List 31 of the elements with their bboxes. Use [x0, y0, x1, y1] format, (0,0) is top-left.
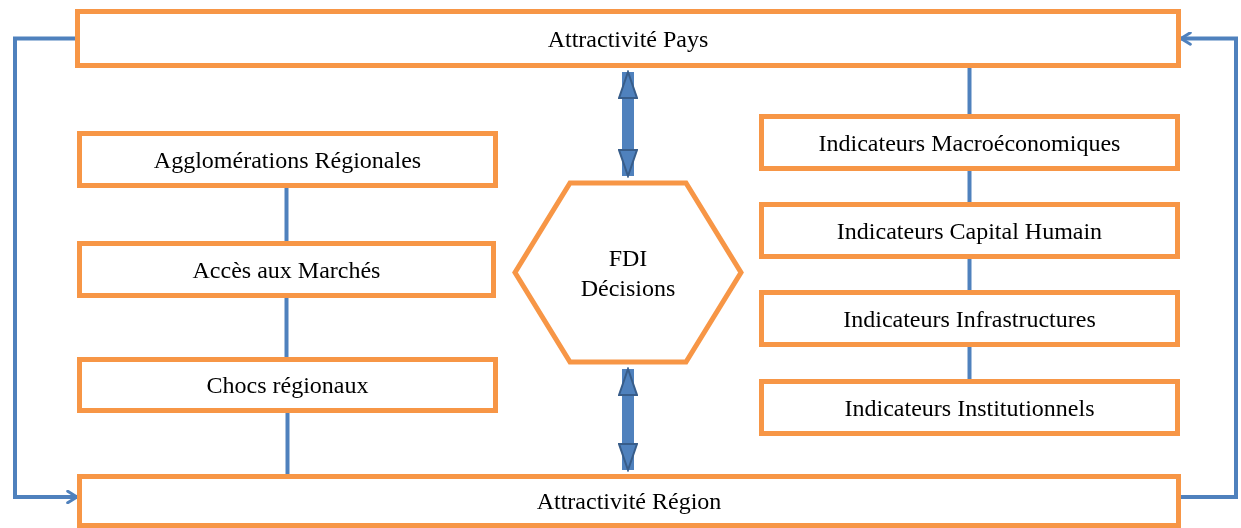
process-box — [759, 202, 1180, 259]
node-label: FDI Décisions — [579, 243, 677, 303]
double-arrow — [618, 71, 638, 177]
node-label: Indicateurs Infrastructures — [843, 304, 1096, 334]
node-label: Attractivité Pays — [547, 24, 709, 54]
node-label: Indicateurs Capital Humain — [836, 216, 1103, 246]
node-label: Indicateurs Institutionnels — [844, 393, 1095, 423]
node-label: Chocs régionaux — [206, 371, 369, 400]
process-box — [759, 114, 1180, 171]
double-arrow — [618, 368, 638, 471]
node-label: Accès aux Marchés — [192, 255, 381, 285]
process-box — [759, 379, 1180, 436]
process-box — [77, 241, 496, 298]
connector-line — [284, 298, 289, 357]
connector-line — [967, 171, 972, 202]
connector-line — [967, 68, 972, 114]
arrow — [13, 36, 79, 505]
node-label: Attractivité Région — [536, 487, 722, 516]
node-label: Agglomérations Régionales — [153, 145, 422, 175]
connector-line — [285, 413, 290, 474]
process-box — [75, 9, 1181, 68]
process-box — [77, 357, 498, 413]
connector-line — [967, 259, 972, 290]
connector-line — [284, 188, 289, 241]
process-box — [77, 474, 1181, 528]
decision-hexagon — [512, 180, 744, 365]
process-box — [77, 131, 498, 188]
node-label: Indicateurs Macroéconomiques — [818, 128, 1121, 158]
process-box — [759, 290, 1180, 347]
connector-line — [967, 347, 972, 379]
arrow — [1179, 31, 1238, 499]
